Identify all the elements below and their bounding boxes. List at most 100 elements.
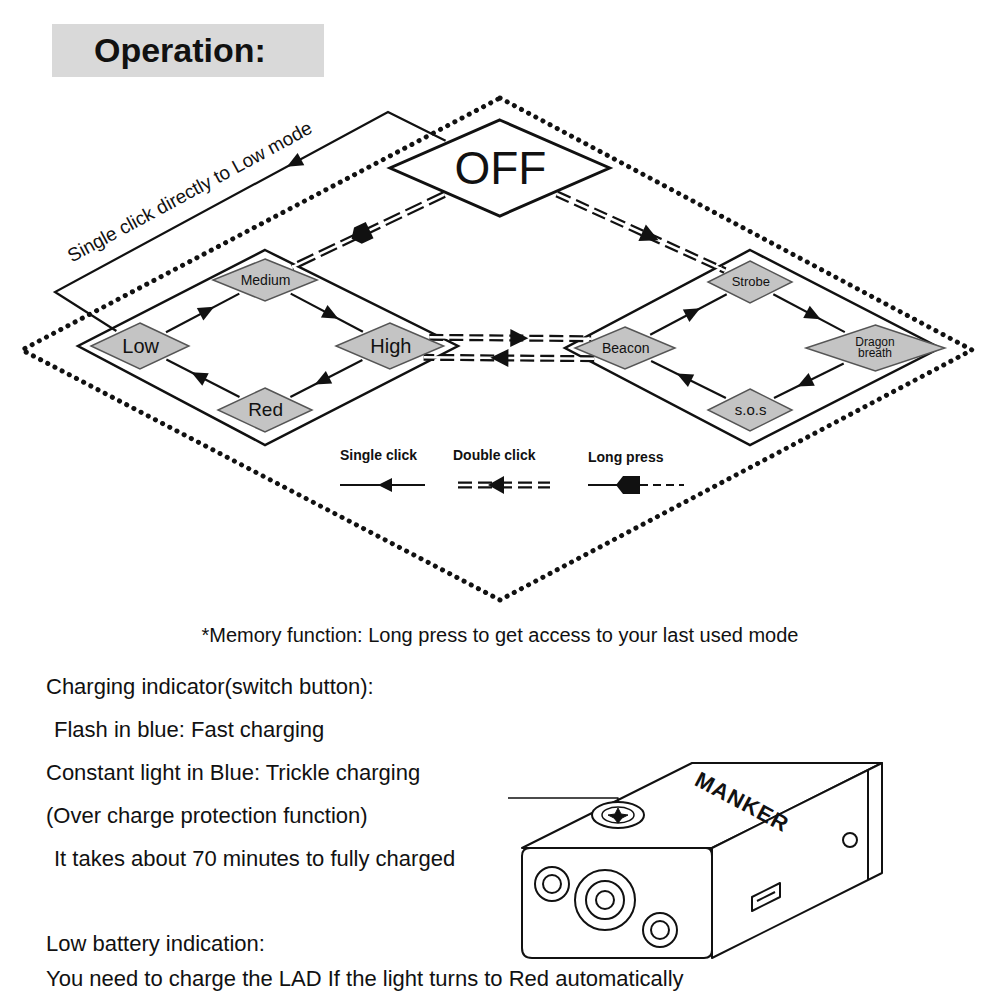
legend-text: Single click [340,447,417,463]
legend-samples [340,476,684,494]
node-label: Dragon breath [850,337,900,360]
connector-line [557,194,725,271]
connector [292,195,444,268]
arrow-head [683,302,704,322]
charging-note: It takes about 70 minutes to fully charg… [54,846,455,871]
battery-heading: Low battery indication: [46,931,265,956]
connector-line [166,360,239,398]
group-outline [78,250,458,445]
mode-diamond: Low [91,323,189,369]
diamond-outline [575,327,675,369]
node-label: High [369,336,412,357]
hexagon-head [616,476,640,494]
connector-line [292,195,444,268]
node-label: Strobe [731,275,771,289]
mode-diamond: High [336,323,444,369]
side-lens [651,921,669,939]
charging-note: (Over charge protection function) [46,803,368,828]
diamond-outline [218,388,312,432]
arrow-head [197,301,218,321]
connector [291,294,363,332]
connector [429,329,591,347]
leader-line [508,798,618,801]
diamond-outline [390,120,610,216]
group-outline [565,250,940,445]
side-lens [543,875,561,893]
long-press-sample [640,484,684,486]
arrow-head [188,366,209,386]
diamond-outline [708,261,792,303]
edge-label: Single click directly to Low mode [61,115,318,268]
diamond-outline [708,389,792,431]
flashlight-front [522,848,712,958]
arrow-head [638,225,662,249]
node-label: Low [122,336,160,357]
connector [290,360,362,397]
charging-heading: Charging indicator(switch button): [46,674,374,699]
connector-line [429,337,591,338]
diamond-outline [91,323,189,369]
connector-line [557,194,725,271]
connector [773,294,845,332]
connector [424,349,595,367]
legend-text: Long press [588,449,663,465]
connector-line [166,294,239,333]
arrow-head [490,349,508,367]
connector-line [292,195,444,268]
node-label: Medium [240,273,291,288]
connector-line [774,364,844,399]
side-lens [535,867,569,901]
connector [557,194,725,271]
mode-diamond: Medium [213,259,317,301]
connector [650,294,727,334]
note: *Memory function: Long press to get acce… [202,624,799,647]
diamond-outline [806,325,945,371]
connector [166,360,239,398]
main-lens [586,881,624,919]
connector [166,294,239,333]
mode-diamond: s.o.s [708,389,792,431]
mode-diamond: Dragon breath [806,325,945,371]
arrow-head [794,373,815,393]
arrow-head [488,476,504,494]
arrow-head [674,367,695,387]
node-label: Beacon [601,341,650,356]
main-lens [596,891,614,909]
button-logo [608,808,628,823]
connector-line [651,361,726,398]
flashlight-rim [867,770,869,880]
mode-diamond: Beacon [575,327,675,369]
connector-line [424,357,595,358]
connector-line [290,360,362,397]
node-label: Red [248,400,284,420]
mode-diamond: Red [218,388,312,432]
main-lens [575,870,635,930]
connector-line [650,294,727,334]
diamond-outline [213,259,317,301]
arrow-head [321,305,342,325]
arrow-head [312,371,333,391]
side-lens [643,913,677,947]
connector-line [429,337,591,338]
arrow-head [378,478,392,492]
connector-line [424,357,595,358]
arrow-head [284,153,305,173]
mode-diamond: Strobe [708,261,792,303]
diamond-outline [336,323,444,369]
connector-line [291,294,363,332]
battery-note: You need to charge the LAD If the light … [46,966,684,991]
usb-port [752,883,780,911]
usb-port [757,892,775,901]
switch-button [602,807,634,823]
connector-line [55,112,446,331]
connector-line [773,294,845,332]
arrow-head [510,329,528,347]
legend-text: Double click [453,447,535,463]
charging-note: Constant light in Blue: Trickle charging [46,760,420,785]
arrow-head [348,222,374,247]
connector [774,364,844,399]
switch-button [592,802,644,828]
outer-dotted-diamond [22,98,972,600]
node-label: OFF [454,144,547,192]
